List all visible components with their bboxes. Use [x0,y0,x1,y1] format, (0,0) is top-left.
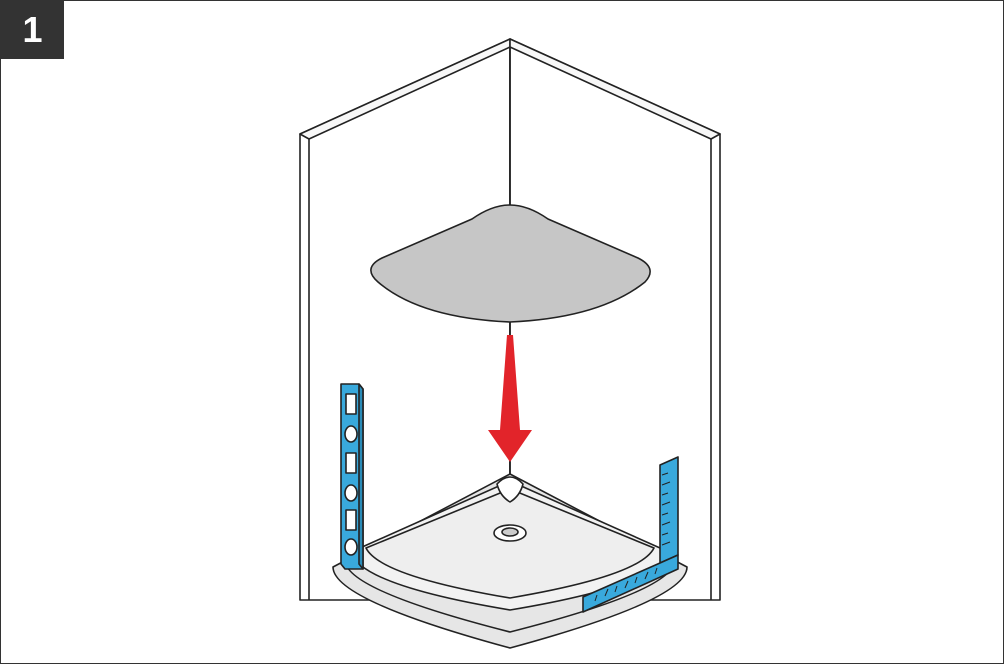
step-number-badge: 1 [1,1,64,59]
shower-insert [370,204,651,323]
carpenter-square-icon [582,456,679,613]
down-arrow-icon [488,335,532,462]
drain-icon [493,524,527,542]
spirit-level-icon [340,383,364,570]
